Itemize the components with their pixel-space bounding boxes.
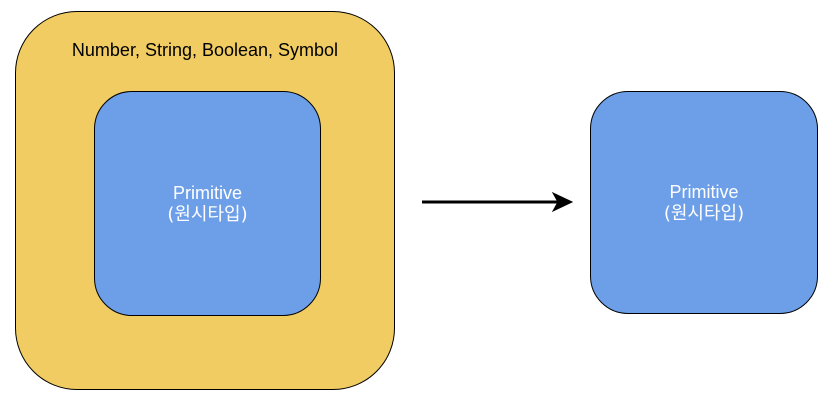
right-arrow-icon [422,191,574,213]
inner-primitive-title: Primitive [172,182,242,203]
inner-primitive-text: Primitive (원시타입) [167,182,247,226]
result-primitive-text: Primitive (원시타입) [664,181,744,225]
inner-primitive-subtitle: (원시타입) [167,203,248,225]
result-primitive-title: Primitive [669,181,739,202]
inner-primitive-box: Primitive (원시타입) [94,91,321,316]
wrapper-types-label: Number, String, Boolean, Symbol [71,40,339,60]
wrapper-object-box: Number, String, Boolean, Symbol Primitiv… [15,11,395,390]
result-primitive-subtitle: (원시타입) [663,202,745,224]
result-primitive-box: Primitive (원시타입) [590,91,818,314]
